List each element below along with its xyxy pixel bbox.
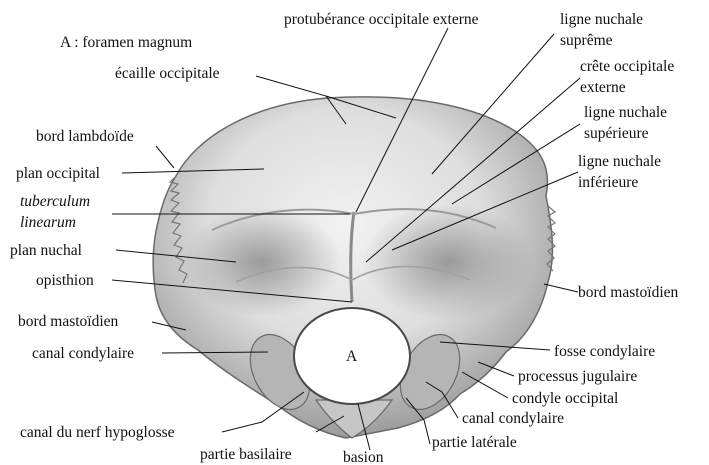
label-basion: basion <box>343 449 384 465</box>
label-protuberance: protubérance occipitale externe <box>284 11 479 28</box>
label-crete-1: crête occipitale <box>580 58 674 75</box>
right-nuchal-shadow <box>362 204 534 320</box>
label-condyle-occipital: condyle occipital <box>512 390 618 407</box>
left-nuchal-shadow <box>182 207 342 317</box>
label-fosse-condylaire: fosse condylaire <box>554 343 655 360</box>
label-opisthion: opisthion <box>36 272 94 289</box>
leader-bord-mastoidien-right <box>544 284 578 292</box>
label-bord-mastoidien-left: bord mastoïdien <box>18 313 119 330</box>
label-tuberculum-1: tuberculum <box>20 193 90 210</box>
label-tuberculum-2: linearum <box>20 214 76 231</box>
leader-bord-lambdoide <box>156 146 174 168</box>
label-canal-condylaire-left: canal condylaire <box>32 345 134 362</box>
label-canal-hypoglosse: canal du nerf hypoglosse <box>20 424 175 441</box>
label-plan-nuchal: plan nuchal <box>10 242 82 259</box>
label-partie-basilaire: partie basilaire <box>200 446 292 463</box>
label-plan-occipital: plan occipital <box>16 165 100 182</box>
label-ligne-sup-2: supérieure <box>584 125 649 142</box>
label-ligne-supreme-2: suprême <box>560 32 613 49</box>
label-ecaille: écaille occipitale <box>115 65 220 82</box>
occipital-bone <box>153 97 555 438</box>
label-processus-jugulaire: processus jugulaire <box>518 368 637 385</box>
label-ligne-inf-1: ligne nuchale <box>578 153 661 170</box>
label-bord-lambdoide: bord lambdoïde <box>36 128 134 145</box>
label-crete-2: externe <box>580 79 626 96</box>
label-ligne-inf-2: inférieure <box>578 174 638 191</box>
label-bord-mastoidien-right: bord mastoïdien <box>578 284 679 301</box>
label-ligne-supreme-1: ligne nuchale <box>560 11 643 28</box>
label-ligne-sup-1: ligne nuchale <box>584 104 667 121</box>
label-canal-condylaire-right: canal condylaire <box>462 410 564 427</box>
label-partie-laterale: partie latérale <box>432 434 517 451</box>
legend-text: A : foramen magnum <box>60 34 192 51</box>
foramen-letter: A <box>346 348 358 365</box>
